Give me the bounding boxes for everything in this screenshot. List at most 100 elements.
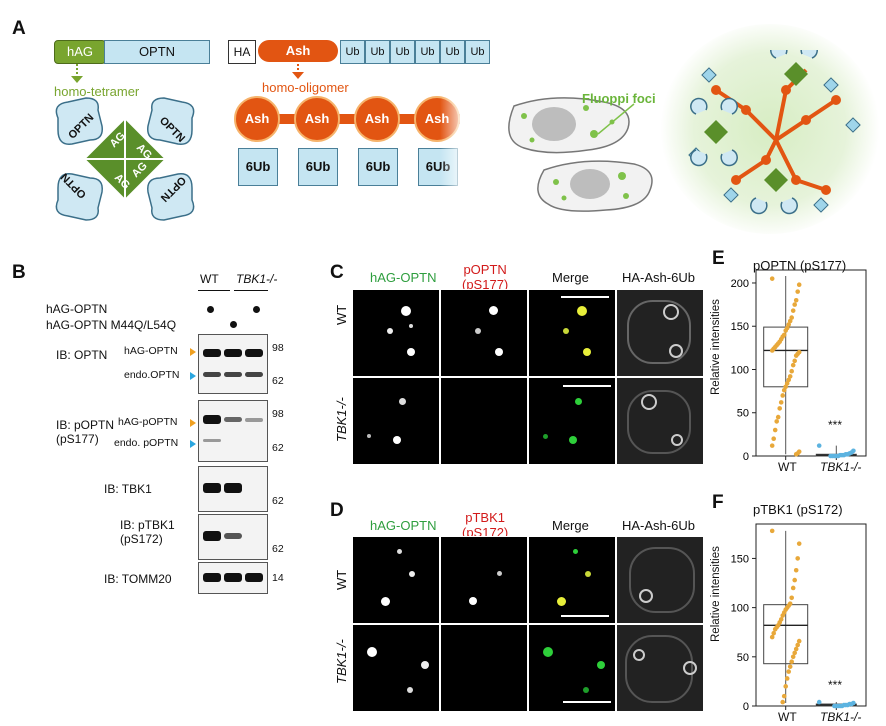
- d-col-hag-optn: hAG-OPTN: [370, 518, 437, 533]
- d-wt-ash: [616, 536, 704, 624]
- blot-ptbk1: [198, 514, 268, 560]
- d-ko-ptbk1: [440, 624, 528, 712]
- data-point: [781, 387, 787, 393]
- data-point: [787, 318, 793, 324]
- blot-optn-band2: endo.OPTN: [124, 369, 180, 381]
- data-point: [790, 654, 796, 660]
- data-point: [777, 406, 782, 411]
- ub-repeats: Ub Ub Ub Ub Ub Ub: [340, 40, 490, 64]
- data-point: [774, 419, 779, 424]
- mw-62-b: 62: [272, 442, 284, 454]
- chart-e-cat-tbk1: TBK1-/-: [820, 460, 862, 474]
- data-point: [780, 613, 785, 618]
- mw-98-a: 98: [272, 342, 284, 354]
- y-tick-label: 0: [743, 451, 749, 463]
- ub-1: Ub: [340, 40, 365, 64]
- y-tick-label: 50: [737, 408, 749, 420]
- data-point: [769, 528, 775, 534]
- group-wt: WT: [200, 272, 219, 286]
- tetramer-diagram: AG AG AG AG OPTN OPTN OPTN OPTN: [55, 97, 195, 221]
- data-point: [793, 567, 799, 573]
- fade-overlay: [440, 90, 480, 190]
- y-tick-label: 150: [731, 553, 749, 565]
- blot-tomm20: [198, 562, 268, 594]
- row-hag-optn: hAG-OPTN: [46, 302, 108, 316]
- panel-label-e: E: [712, 248, 725, 269]
- ash-domain: Ash: [258, 40, 338, 62]
- panel-label-c: C: [330, 262, 344, 283]
- data-point: [783, 384, 788, 390]
- panel-label-f: F: [712, 492, 724, 513]
- ub6-block-3: 6Ub: [358, 148, 398, 186]
- d-ko-merge: [528, 624, 616, 712]
- y-tick-label: 0: [743, 701, 749, 713]
- data-point: [789, 315, 794, 320]
- data-point: [769, 443, 775, 448]
- data-point: [828, 453, 833, 459]
- arrow-head-green: [71, 76, 83, 83]
- y-tick-label: 50: [737, 652, 749, 664]
- c-col-merge: Merge: [552, 270, 589, 285]
- data-point: [793, 297, 799, 303]
- homo-oligomer-label: homo-oligomer: [262, 80, 349, 95]
- blot-optn-band1: hAG-OPTN: [124, 345, 178, 357]
- row-hag-optn-mutant: hAG-OPTN M44Q/L54Q: [46, 318, 177, 332]
- c-ko-poptn: [440, 377, 528, 465]
- c-wt-merge: [528, 289, 616, 377]
- data-point: [792, 302, 797, 307]
- foci-closeup: [660, 24, 880, 234]
- data-point: [790, 308, 796, 313]
- blot-poptn-label: IB: pOPTN (pS177): [56, 418, 115, 446]
- ub-6: Ub: [465, 40, 490, 64]
- ub6-block-1: 6Ub: [238, 148, 278, 186]
- y-tick-label: 100: [731, 603, 749, 615]
- c-ko-ash: [616, 377, 704, 465]
- data-point: [771, 436, 776, 441]
- arrow-blue-2: [190, 440, 196, 448]
- dot-3: [253, 306, 260, 313]
- data-point: [769, 276, 775, 281]
- arrow-head-orange: [292, 72, 304, 79]
- group-tbk1-line: [234, 290, 268, 291]
- data-point: [787, 374, 793, 379]
- ha-tag: HA: [228, 40, 256, 64]
- data-point: [795, 642, 800, 648]
- chart-f-cat-wt: WT: [778, 710, 797, 724]
- data-point: [787, 664, 793, 669]
- group-wt-line: [198, 290, 230, 291]
- chart-f-cat-tbk1: TBK1-/-: [820, 710, 862, 724]
- y-tick-label: 100: [731, 364, 749, 376]
- d-col-merge: Merge: [552, 518, 589, 533]
- c-wt-hag: [352, 289, 440, 377]
- data-point: [781, 693, 787, 699]
- chart-e-title: pOPTN (pS177): [753, 258, 847, 273]
- data-point: [778, 400, 784, 405]
- d-ko-ash: [616, 624, 704, 712]
- data-point: [792, 358, 797, 364]
- data-point: [784, 381, 790, 386]
- data-point: [769, 634, 775, 640]
- d-wt-ptbk1: [440, 536, 528, 624]
- d-wt-merge: [528, 536, 616, 624]
- ash-node-2: Ash: [294, 96, 340, 142]
- data-point: [789, 368, 794, 374]
- plot-frame: [755, 269, 867, 457]
- mw-62-a: 62: [272, 375, 284, 387]
- data-point: [786, 669, 791, 674]
- ub-2: Ub: [365, 40, 390, 64]
- c-col-hag-optn: hAG-OPTN: [370, 270, 437, 285]
- data-point: [784, 676, 790, 681]
- c-wt-ash: [616, 289, 704, 377]
- blot-tomm20-label: IB: TOMM20: [104, 572, 172, 586]
- blot-poptn-band1: hAG-pOPTN: [118, 416, 178, 428]
- ub-3: Ub: [390, 40, 415, 64]
- panel-label-a: A: [12, 18, 26, 39]
- data-point: [775, 414, 781, 420]
- c-ko-hag: [352, 377, 440, 465]
- data-point: [772, 427, 778, 433]
- ash-node-3: Ash: [354, 96, 400, 142]
- data-point: [795, 289, 800, 294]
- blot-tbk1: [198, 466, 268, 512]
- data-point: [792, 577, 797, 583]
- group-tbk1: TBK1-/-: [236, 272, 278, 286]
